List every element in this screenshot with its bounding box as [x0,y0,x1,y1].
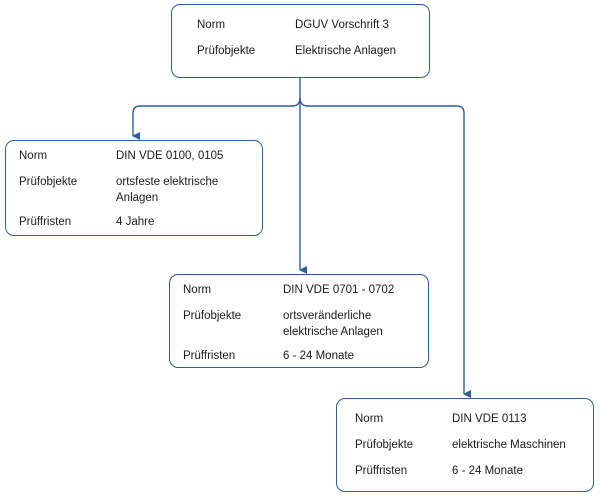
norm-value: DIN VDE 0701 - 0702 [283,284,395,296]
norm-value: DGUV Vorschrift 3 [295,19,389,31]
child-node-box-portable-equipment: Norm DIN VDE 0701 - 0702 Prüfobjekte ort… [169,274,429,368]
prueffristen-value: 6 - 24 Monate [283,350,354,362]
connector-right [299,97,471,398]
pruefobjekte-value: Elektrische Anlagen [295,45,397,57]
pruefobjekte-label: Prüfobjekte [355,439,414,451]
connector-trunk [132,78,301,140]
pruefobjekte-value: elektrische Maschinen [452,439,566,451]
pruefobjekte-label: Prüfobjekte [197,45,256,57]
prueffristen-label: Prüffristen [19,216,72,228]
root-node-box: Norm DGUV Vorschrift 3 Prüfobjekte Elekt… [171,4,430,78]
pruefobjekte-label: Prüfobjekte [19,176,78,188]
pruefobjekte-value: ortsveränderliche elektrische Anlagen [283,310,383,338]
norm-label: Norm [355,413,384,425]
norm-value: DIN VDE 0113 [452,413,527,425]
norm-label: Norm [183,284,212,296]
prueffristen-value: 4 Jahre [116,216,155,228]
child-node-box-fixed-installations: Norm DIN VDE 0100, 0105 Prüfobjekte orts… [5,140,263,236]
prueffristen-label: Prüffristen [355,465,408,477]
norm-label: Norm [197,19,226,31]
norm-label: Norm [19,150,48,162]
prueffristen-label: Prüffristen [183,350,236,362]
norm-value: DIN VDE 0100, 0105 [116,150,224,162]
child-node-box-machines: Norm DIN VDE 0113 Prüfobjekte elektrisch… [336,398,594,492]
pruefobjekte-label: Prüfobjekte [183,310,242,322]
prueffristen-value: 6 - 24 Monate [452,465,523,477]
pruefobjekte-value: ortsfeste elektrische Anlagen [116,176,219,204]
